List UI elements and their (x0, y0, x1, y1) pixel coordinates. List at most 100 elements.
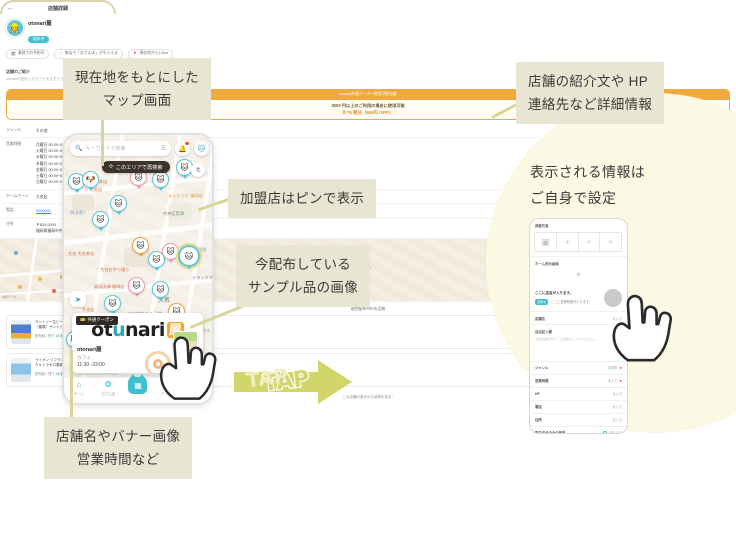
hand-cursor-left (159, 336, 217, 400)
products-more-link[interactable]: この店舗の過去のお品物を見る › (342, 395, 394, 400)
nav-item-qr[interactable]: ▦ (125, 374, 150, 394)
nav-label: おさんぽ (101, 391, 116, 396)
map-pin[interactable]: 🐱 (92, 211, 109, 228)
settings-row-value: 未入力 (612, 405, 622, 410)
settings-row-address[interactable]: 住所 未入力 (530, 414, 627, 427)
map-pin[interactable]: 🐱 (110, 195, 127, 212)
map-pin[interactable]: 🐱 (68, 173, 85, 190)
settings-row-key: HP (535, 391, 540, 396)
detail-row-key: 電話 (6, 207, 14, 212)
settings-row-shopname[interactable]: 店舗名 未入力 (530, 312, 627, 325)
callout-settings: 表示される情報は ご自身で設定 (530, 160, 645, 212)
settings-row-value: 未入力 (612, 418, 622, 423)
preview-name: ここに店名が入ります。 (535, 291, 574, 296)
preview-row: ここに店名が入ります。 配布中 ここに営業時間が入ります。 (535, 289, 622, 307)
store-genre: カフェ (77, 354, 91, 360)
cat-profile-icon[interactable]: 🐱 (194, 141, 209, 156)
map-pin[interactable]: 🐱 (130, 169, 147, 186)
coupon-icon: 🎫 (80, 317, 86, 323)
map-pin[interactable]: 🐱 (148, 251, 165, 268)
photo-slots: ▣ + + + (534, 232, 622, 252)
coupon-chip: 🎫 共通クーポン (76, 316, 118, 325)
search-input[interactable]: 🔍 キーワードで検索 ☰ (70, 141, 171, 156)
settings-row-value: 未入力 ✱ (608, 378, 622, 384)
map-pin-selected[interactable]: 🐱 (176, 243, 202, 269)
settings-row-permission: 割り引きのみの指定 許可する 許可しない (530, 427, 627, 434)
store-name: otonari屋 (77, 347, 102, 353)
callout-sample-line1: 今配布している (254, 257, 352, 272)
filter-icon[interactable]: ☰ (160, 146, 166, 152)
free-text-key: 自由記入欄 (535, 329, 552, 334)
gift-icon: ♡ (59, 52, 63, 57)
map-pin[interactable]: 🐱 (152, 281, 169, 298)
callout-detail-line1: 店舗の紹介文や HP (528, 74, 649, 89)
map-pin[interactable]: 🐱 (152, 171, 169, 188)
bell-icon[interactable]: 🔔 (175, 141, 190, 156)
tap-ripple (145, 351, 171, 373)
callout-settings-line2: ご自身で設定 (530, 189, 617, 206)
back-arrow-icon[interactable]: ← (7, 5, 14, 12)
home-image-add-button[interactable]: + (575, 270, 582, 281)
callout-store-info-line2: 営業時間など (76, 452, 160, 468)
locate-arrow-icon[interactable]: ➤ (70, 291, 86, 307)
product-image (11, 320, 31, 345)
photo-slot[interactable]: ▣ (534, 232, 557, 252)
nav-item-walk[interactable]: ❂ おさんぽ (96, 381, 121, 396)
research-area-label: このエリアで再検索 (115, 164, 163, 171)
settings-row-phone[interactable]: 電話 未入力 (530, 401, 627, 414)
settings-row-hp[interactable]: HP 未入力 (530, 388, 627, 401)
research-area-button[interactable]: ⟳ このエリアで再検索 (102, 161, 170, 173)
compass-control[interactable]: 北 (191, 163, 205, 177)
detail-row-key: 住所 (6, 222, 14, 227)
shop-header: 👷 otonari屋 配布中 (0, 14, 736, 49)
plus-icon: + (586, 237, 592, 247)
map-pin[interactable]: 🐱 (104, 295, 121, 312)
product-stock-count: 24 個 (55, 372, 64, 377)
product-stock: 配布前 / 残り 24 個 (35, 371, 89, 376)
radio-icon (602, 430, 607, 433)
map-pin[interactable]: 🐱 (128, 277, 145, 294)
callout-store-info: 店舗名やバナー画像 営業時間など (44, 417, 193, 480)
detail-row-key: ホームページ (6, 193, 29, 198)
map-pin[interactable]: 🐶 (82, 171, 99, 188)
nav-item-home[interactable]: ⌂ ホーム (66, 381, 91, 396)
shop-tag-label: 現在地から100m (139, 51, 169, 56)
callout-map-screen-line2: マップ画面 (102, 93, 172, 109)
photo-slot-add[interactable]: + (599, 232, 622, 252)
map-pin[interactable]: 🐱 (162, 243, 179, 260)
map-attribution: 地図データ (2, 295, 16, 300)
callout-map-screen-line1: 現在地をもとにした (75, 70, 199, 85)
callout-map-screen: 現在地をもとにした マップ画面 (63, 58, 211, 121)
status-badge: 配布中 (28, 36, 50, 43)
callout-store-info-line1: 店舗名やバナー画像 (56, 429, 181, 444)
qr-code-icon: ▦ (128, 374, 148, 394)
callout-detail: 店舗の紹介文や HP 連絡先など詳細情報 (516, 62, 665, 125)
settings-free-text[interactable]: 自由記入欄 お店の魅力など、ご自由にご入力ください。 (530, 325, 627, 362)
settings-row-hours[interactable]: 営業時間 未入力 ✱ (530, 375, 627, 388)
map-pin[interactable]: 🐱 (132, 237, 149, 254)
radio-label: 許可する (609, 431, 622, 434)
detail-row-value[interactable]: 0000000 (36, 208, 51, 213)
detail-title: 店舗詳細 (47, 6, 68, 12)
shop-tag-label: 事前での予約可 (17, 51, 45, 56)
photos-label: 掲載写真 (535, 224, 549, 228)
search-icon: 🔍 (75, 146, 83, 152)
hand-cursor-right (612, 294, 673, 362)
compass-label: 北 (195, 167, 201, 172)
free-text-placeholder: お店の魅力など、ご自由にご入力ください。 (535, 336, 597, 341)
preview-chip: 配布中 (535, 298, 549, 305)
settings-row-genre[interactable]: ジャンル 未選択 ✱ (530, 362, 627, 375)
photo-slot-add[interactable]: + (555, 232, 579, 252)
settings-row-value: 未入力 (612, 316, 622, 321)
photo-slot-add[interactable]: + (577, 232, 601, 252)
shop-name: otonari屋 (28, 21, 52, 27)
store-hours: 11:30 -23:00 (77, 362, 105, 368)
settings-row-key: ジャンル (535, 366, 549, 371)
radio-option-allow[interactable]: 許可する (600, 430, 622, 434)
shop-tag: 🗓 事前での予約可 (6, 49, 50, 59)
callout-sample-line2: サンプル品の画像 (248, 280, 358, 296)
product-stock-count: 24 個 (55, 334, 64, 339)
callout-pins: 加盟店はピンで表示 (228, 179, 377, 219)
photos-section: 掲載写真 ▣ + + + (530, 219, 627, 257)
